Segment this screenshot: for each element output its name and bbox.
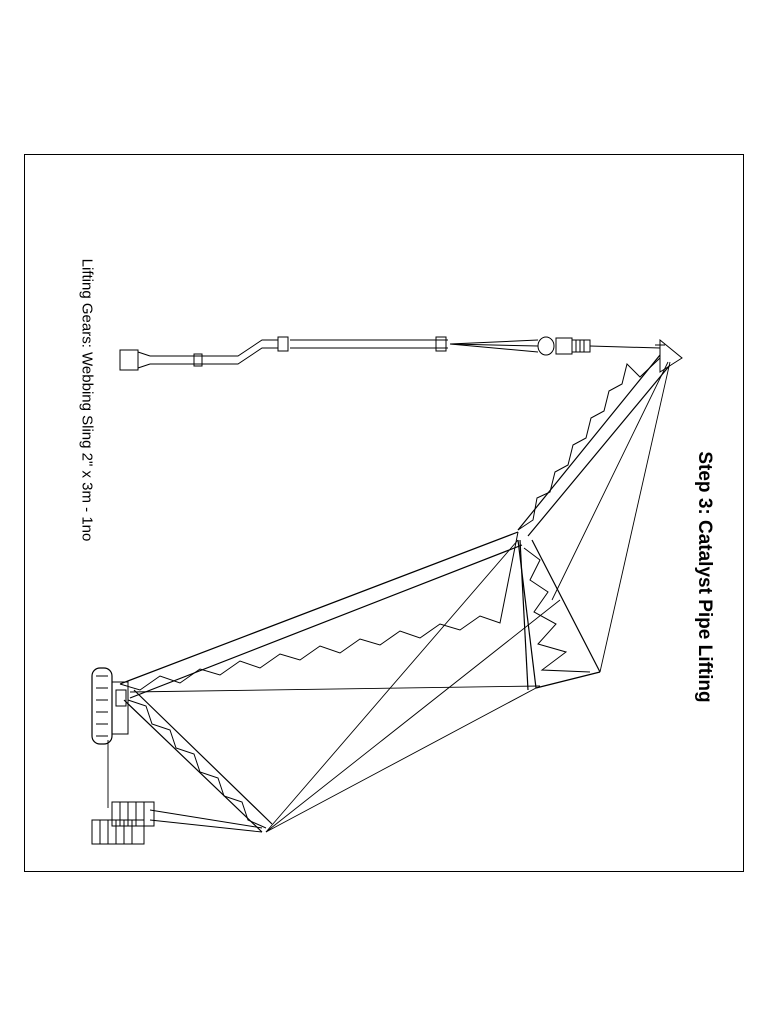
hook-block [449,336,661,356]
counterweight [91,801,155,845]
crawler-base [91,667,129,745]
page-title: Step 3: Catalyst Pipe Lifting [694,451,715,703]
jib-tip [655,338,683,373]
back-mast [123,689,273,833]
lifting-gears-note: Lifting Gears: Webbing Sling 2" x 3m - 1… [78,258,96,542]
catalyst-pipe [119,336,448,371]
upper-jib [517,354,671,537]
luffing-mast [517,539,601,691]
drawing-frame [24,154,744,872]
stay-lines [107,361,671,833]
main-boom [119,531,523,699]
